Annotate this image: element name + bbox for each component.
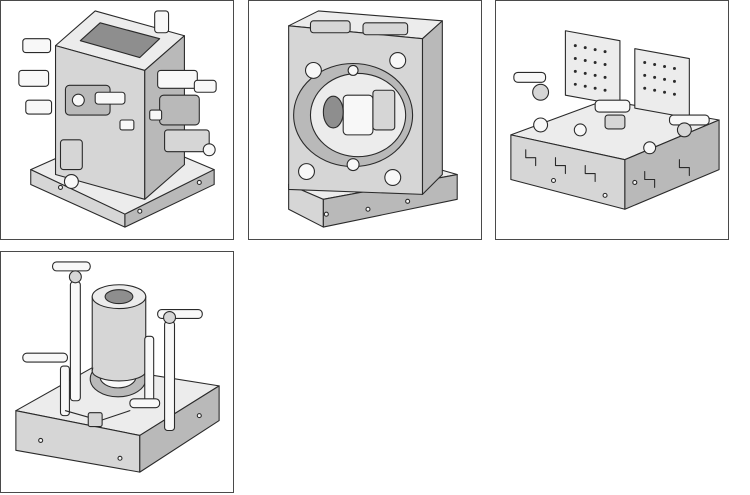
fixture-panel-tombstone xyxy=(248,0,482,240)
fixture-panel-pegboard xyxy=(495,0,729,240)
fixture-panel-cylinder xyxy=(0,251,234,493)
fixture-panel-cube xyxy=(0,0,234,240)
round-workpiece xyxy=(293,62,414,168)
support-posts xyxy=(59,281,176,432)
cylinder-workpiece xyxy=(91,284,147,382)
fixture-pegboard-plate-icon xyxy=(510,30,720,210)
toggle-clamps xyxy=(513,71,710,155)
clamp-arms xyxy=(22,261,203,409)
fixture-cube-clamps-icon xyxy=(18,10,217,228)
fixture-tombstone-icon xyxy=(288,10,458,228)
swing-clamps xyxy=(298,52,407,186)
fixture-cylinder-bracket-icon xyxy=(15,261,220,473)
t-slots xyxy=(525,149,690,188)
clamp-group-left xyxy=(18,38,135,189)
pegboard-right xyxy=(634,48,690,119)
pegboard-left xyxy=(564,30,621,106)
clamp-group-right xyxy=(149,10,217,157)
